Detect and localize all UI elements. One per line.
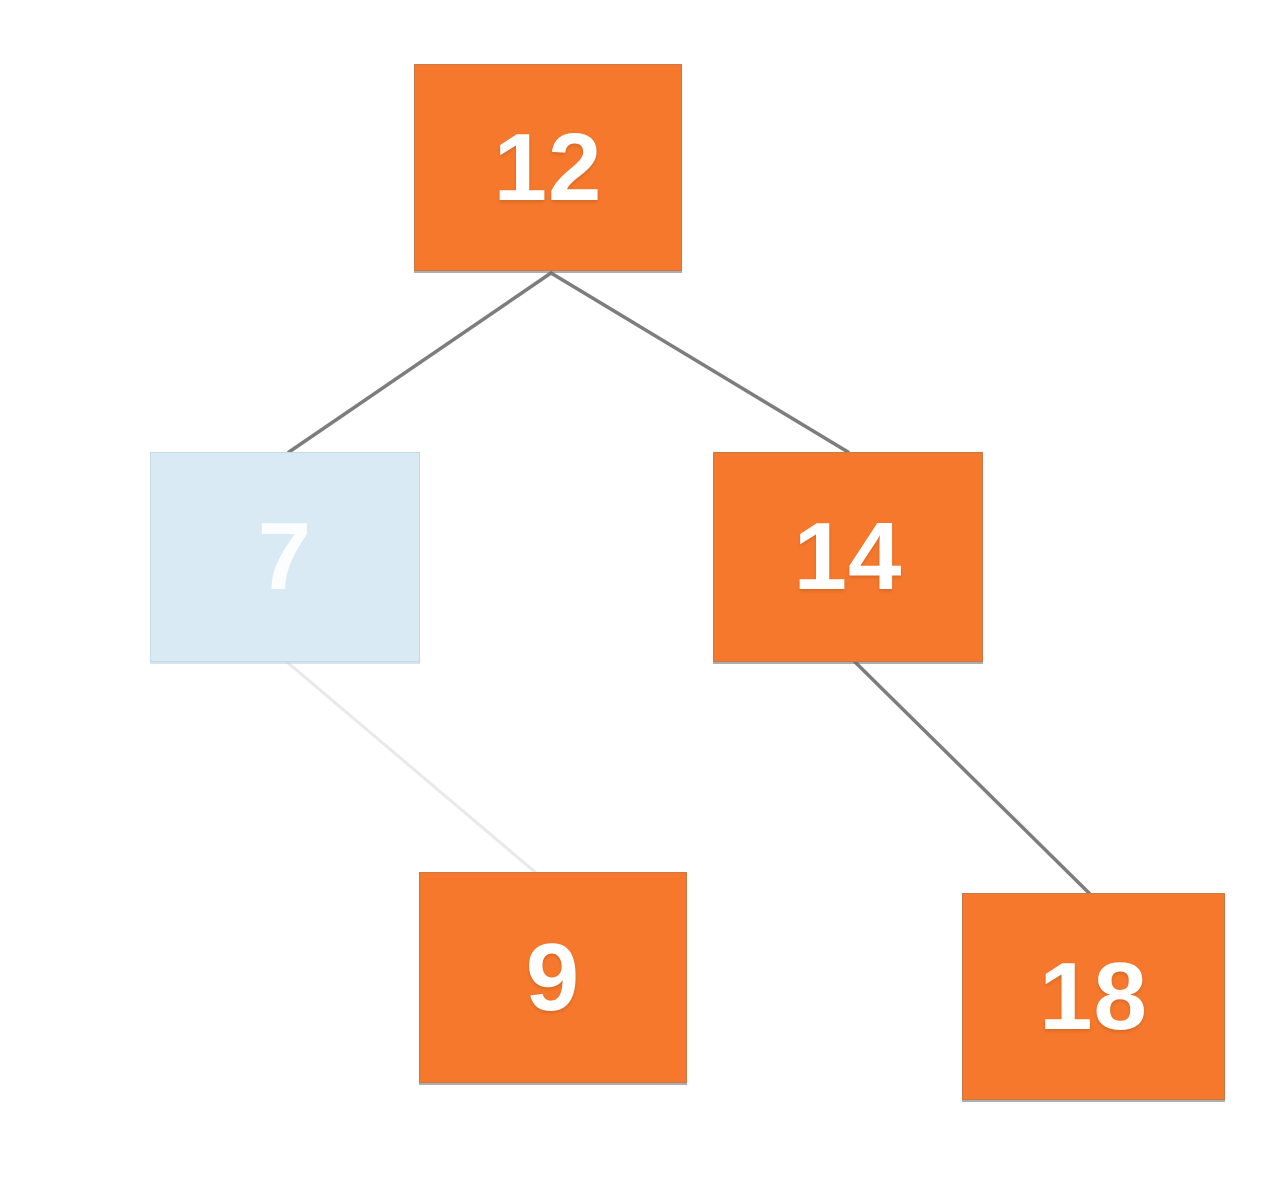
edge-14-to-18 xyxy=(853,660,1091,895)
node-14-value: 14 xyxy=(793,503,903,610)
node-18-value: 18 xyxy=(1039,942,1148,1050)
edge-7-to-9-faded xyxy=(285,660,537,874)
tree-node-18[interactable]: 18 xyxy=(962,893,1225,1100)
tree-node-14[interactable]: 14 xyxy=(713,452,983,662)
tree-node-9[interactable]: 9 xyxy=(419,872,687,1083)
node-12-value: 12 xyxy=(493,113,603,221)
tree-node-12[interactable]: 12 xyxy=(414,64,682,271)
tree-node-7-highlighted[interactable]: 7 xyxy=(150,452,420,662)
node-9-value: 9 xyxy=(525,923,581,1031)
edge-12-to-7 xyxy=(287,271,553,454)
edge-12-to-14 xyxy=(549,271,850,454)
node-7-value: 7 xyxy=(257,503,313,610)
